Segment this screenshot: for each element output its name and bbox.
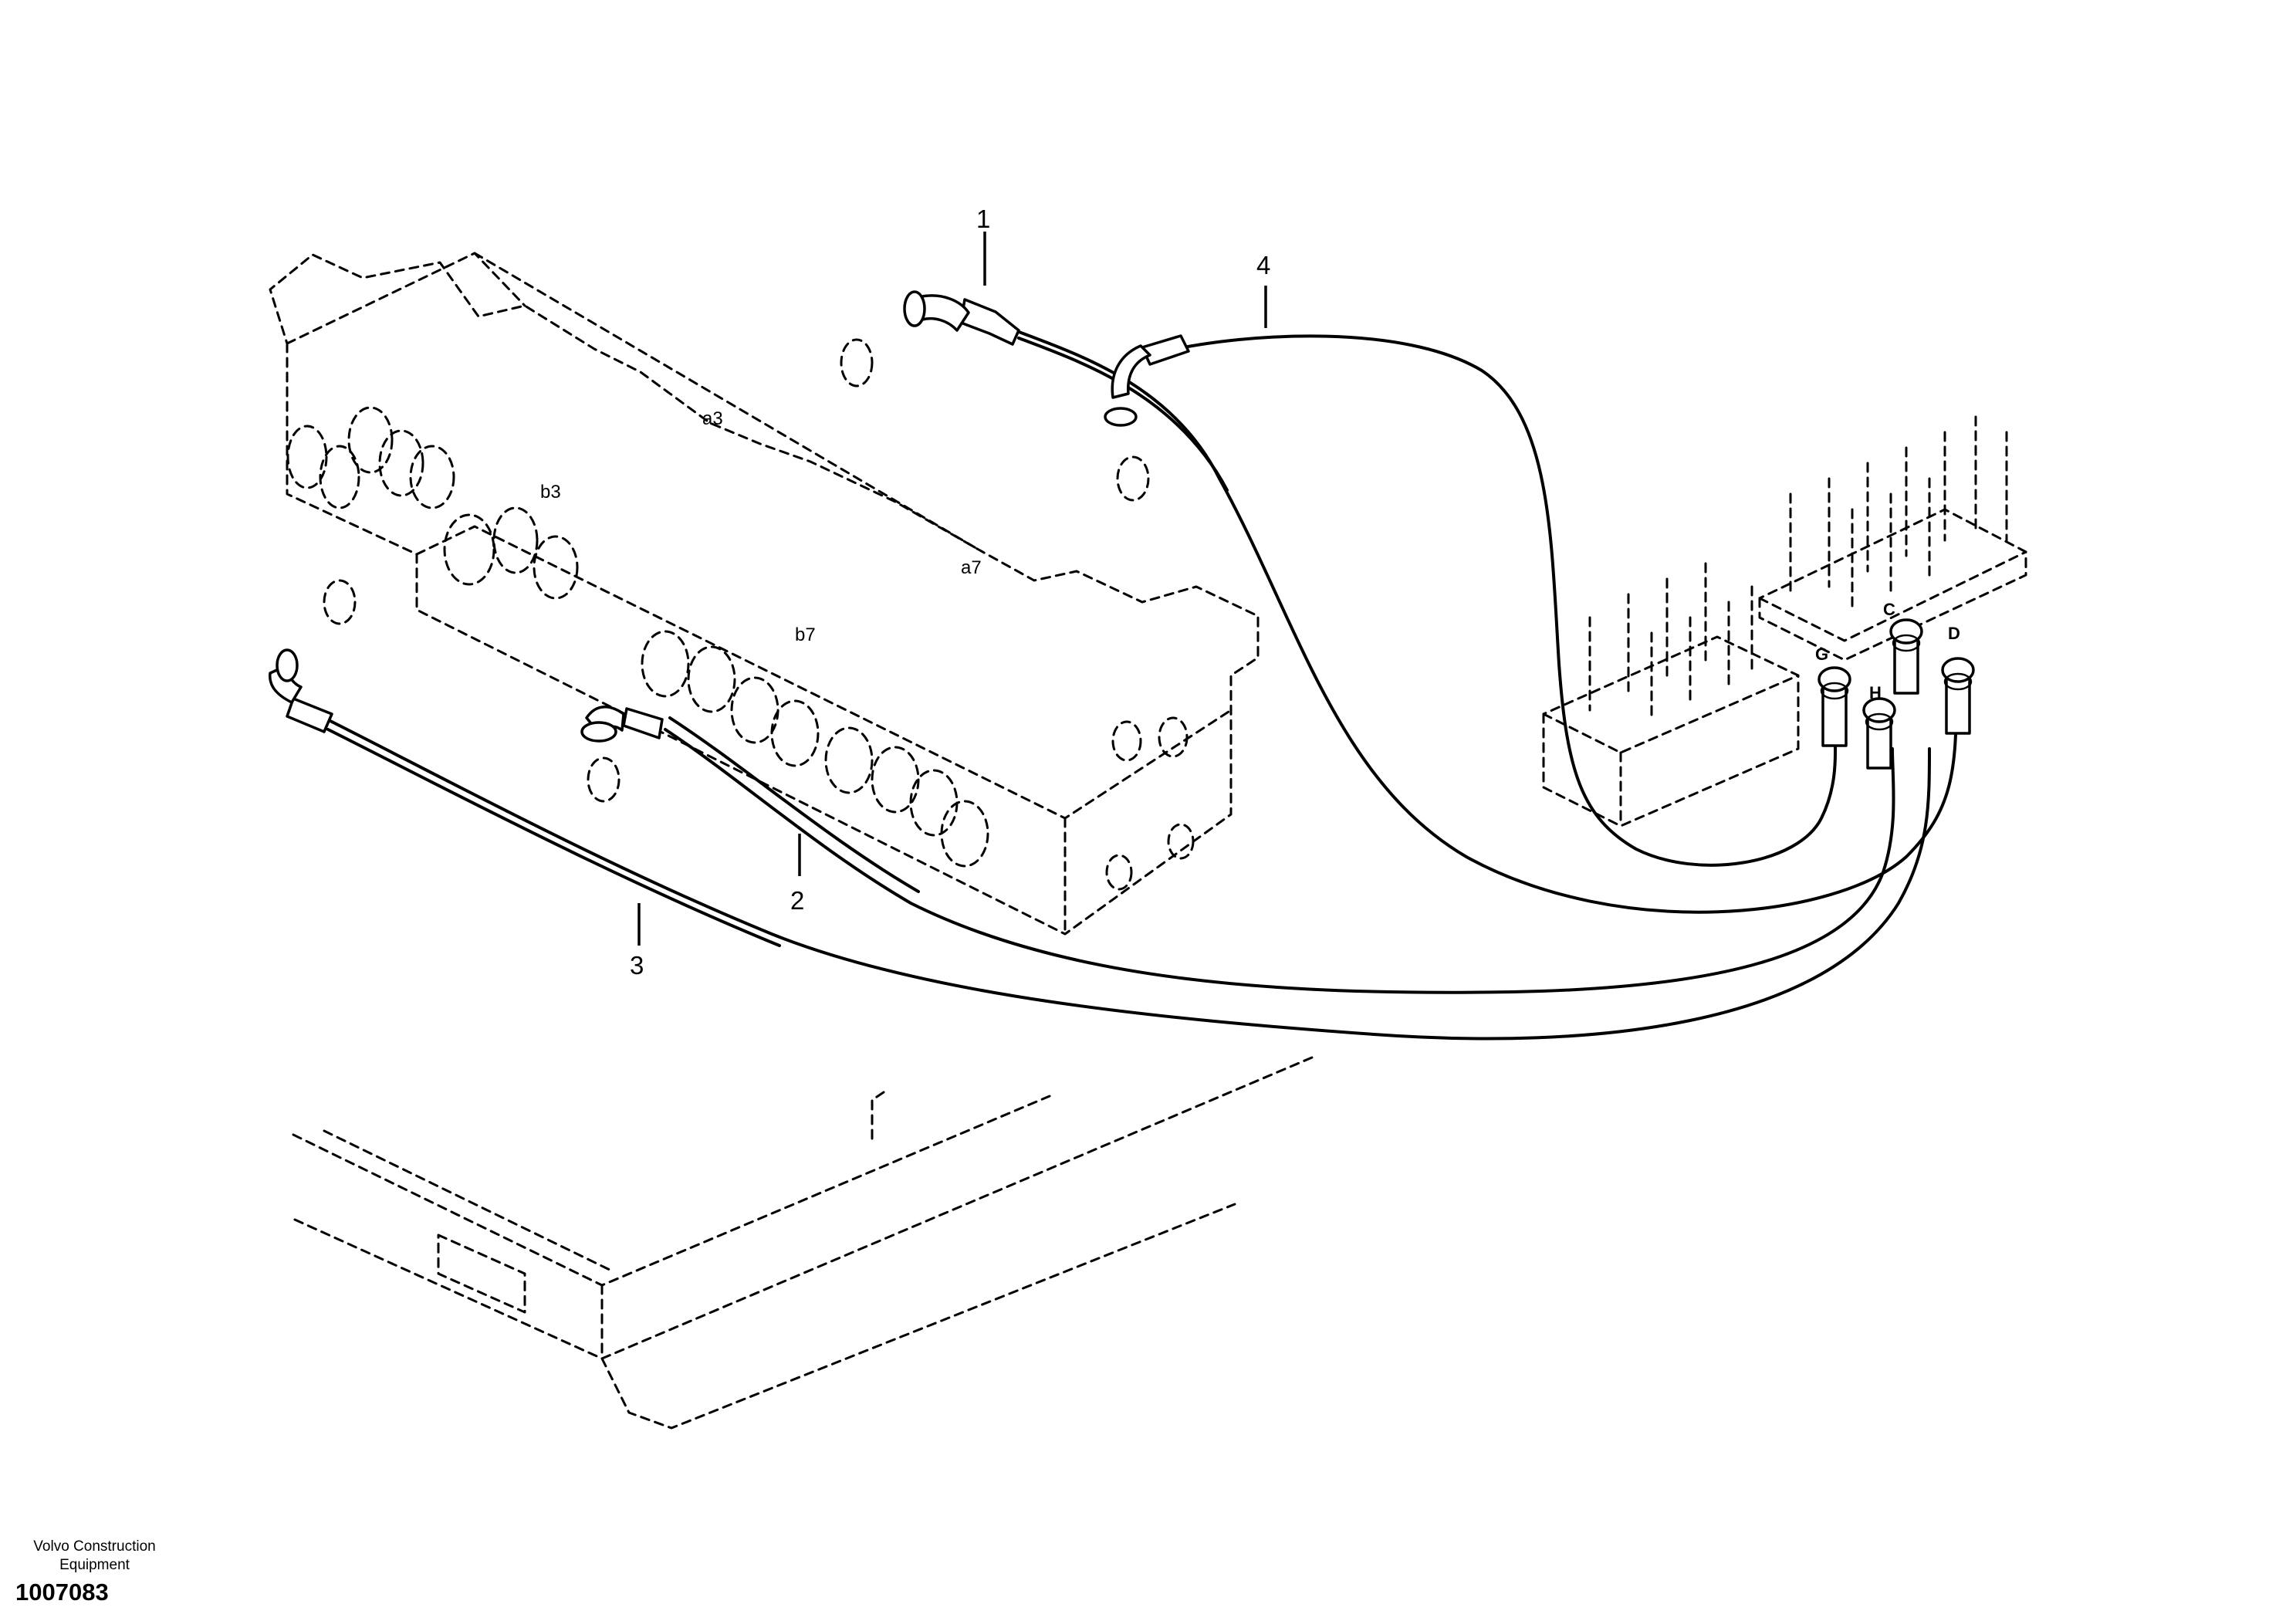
connector-d-label: D (1948, 624, 1960, 643)
valve-spools-outline (286, 338, 1195, 891)
hose-4 (1104, 334, 1838, 867)
hose-1 (903, 290, 1958, 914)
callout-2-label: 2 (790, 886, 804, 915)
connector-c (1889, 618, 1923, 695)
connector-c-label: C (1883, 600, 1895, 619)
connector-h-label: H (1869, 683, 1882, 702)
port-a7-label: a7 (961, 557, 982, 578)
footer-company-line2: Equipment (59, 1557, 130, 1573)
upper-frame-outline (292, 1056, 1314, 1430)
footer-company-line1: Volvo Construction (33, 1538, 156, 1555)
callout-1-label: 1 (976, 205, 990, 233)
footer-drawing-number: 1007083 (15, 1579, 109, 1606)
connector-d (1941, 657, 1975, 735)
hose-3 (269, 648, 1931, 1041)
connector-g (1818, 666, 1851, 747)
callout-4-label: 4 (1256, 251, 1270, 279)
pilot-block-left-outline (1542, 562, 1800, 827)
port-b7-label: b7 (795, 624, 816, 645)
callout-3-label: 3 (630, 951, 644, 980)
hose-2 (580, 706, 1895, 994)
pilot-block-right-outline (1758, 415, 2027, 662)
port-a3-label: a3 (702, 408, 723, 429)
connector-h (1862, 697, 1896, 770)
control-valve-outline (269, 252, 1260, 936)
footer-company: Volvo Construction Equipment (8, 1538, 181, 1575)
connector-g-label: G (1815, 645, 1828, 664)
port-b3-label: b3 (540, 482, 561, 503)
